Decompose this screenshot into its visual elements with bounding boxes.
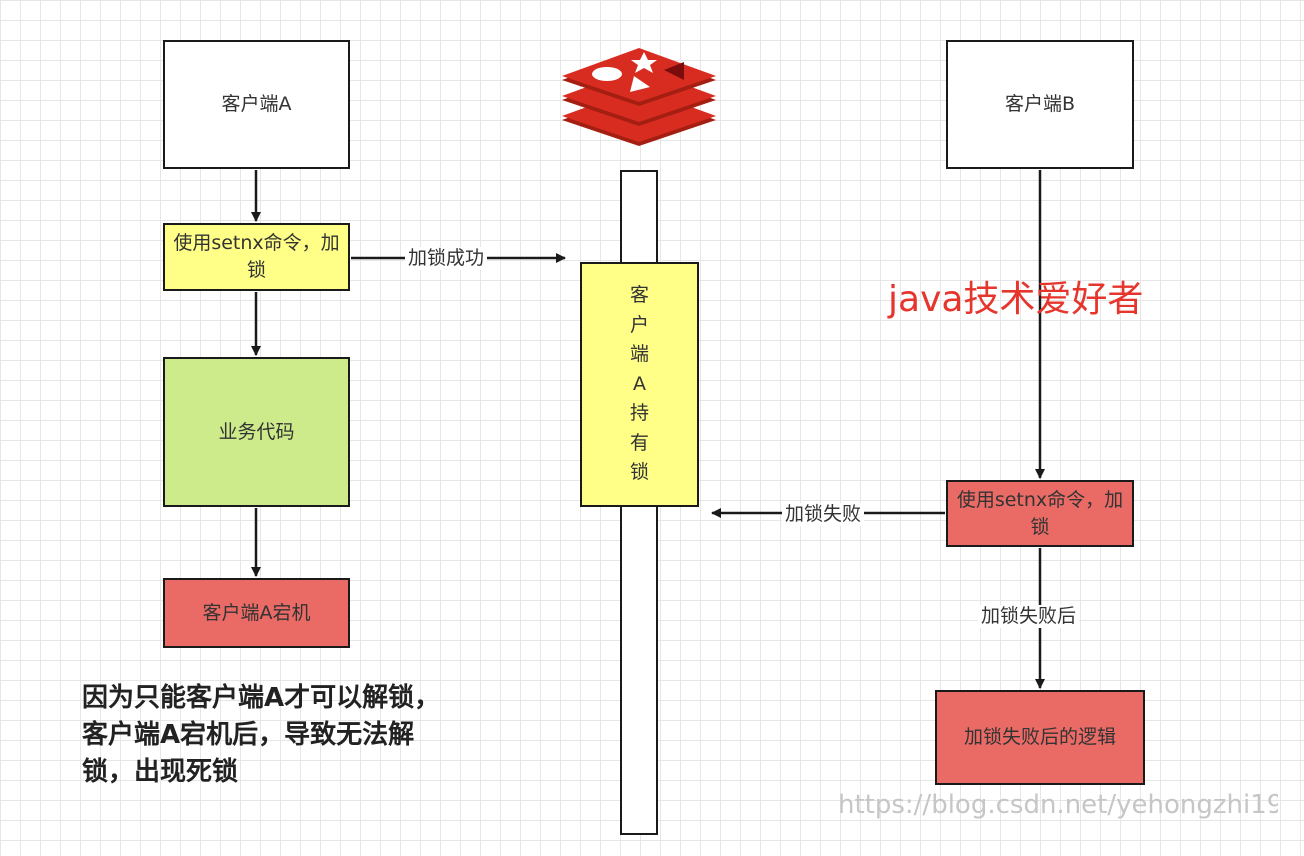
client-b-node: 客户端B <box>946 40 1134 169</box>
setnx-lock-a-label: 使用setnx命令，加锁 <box>173 232 340 281</box>
edge-label-after-fail: 加锁失败后 <box>978 605 1080 628</box>
redis-logo-icon <box>562 48 716 146</box>
business-code-node: 业务代码 <box>163 357 350 507</box>
fail-logic-node: 加锁失败后的逻辑 <box>935 690 1145 785</box>
site-watermark: https://blog.csdn.net/yehongzhi19 <box>838 790 1278 820</box>
setnx-lock-b-node: 使用setnx命令，加锁 <box>946 480 1134 547</box>
client-a-crash-node: 客户端A宕机 <box>163 578 350 648</box>
setnx-lock-b-label: 使用setnx命令，加锁 <box>956 488 1124 538</box>
client-a-node: 客户端A <box>163 40 350 169</box>
edge-label-lock-fail: 加锁失败 <box>782 503 865 526</box>
business-code-label: 业务代码 <box>218 420 295 443</box>
lock-held-label: 客户端A持有锁 <box>629 284 649 484</box>
client-a-crash-label: 客户端A宕机 <box>202 601 311 624</box>
lock-held-node: 客户端A持有锁 <box>580 262 699 507</box>
deadlock-note: 因为只能客户端A才可以解锁，客户端A宕机后，导致无法解锁，出现死锁 <box>82 683 441 787</box>
watermark-title: java技术爱好者 <box>888 279 1144 320</box>
setnx-lock-a-node: 使用setnx命令，加锁 <box>163 223 350 291</box>
edge-label-lock-success: 加锁成功 <box>405 247 488 270</box>
client-a-label: 客户端A <box>221 93 292 116</box>
client-b-label: 客户端B <box>1004 93 1076 116</box>
fail-logic-label: 加锁失败后的逻辑 <box>963 726 1116 749</box>
